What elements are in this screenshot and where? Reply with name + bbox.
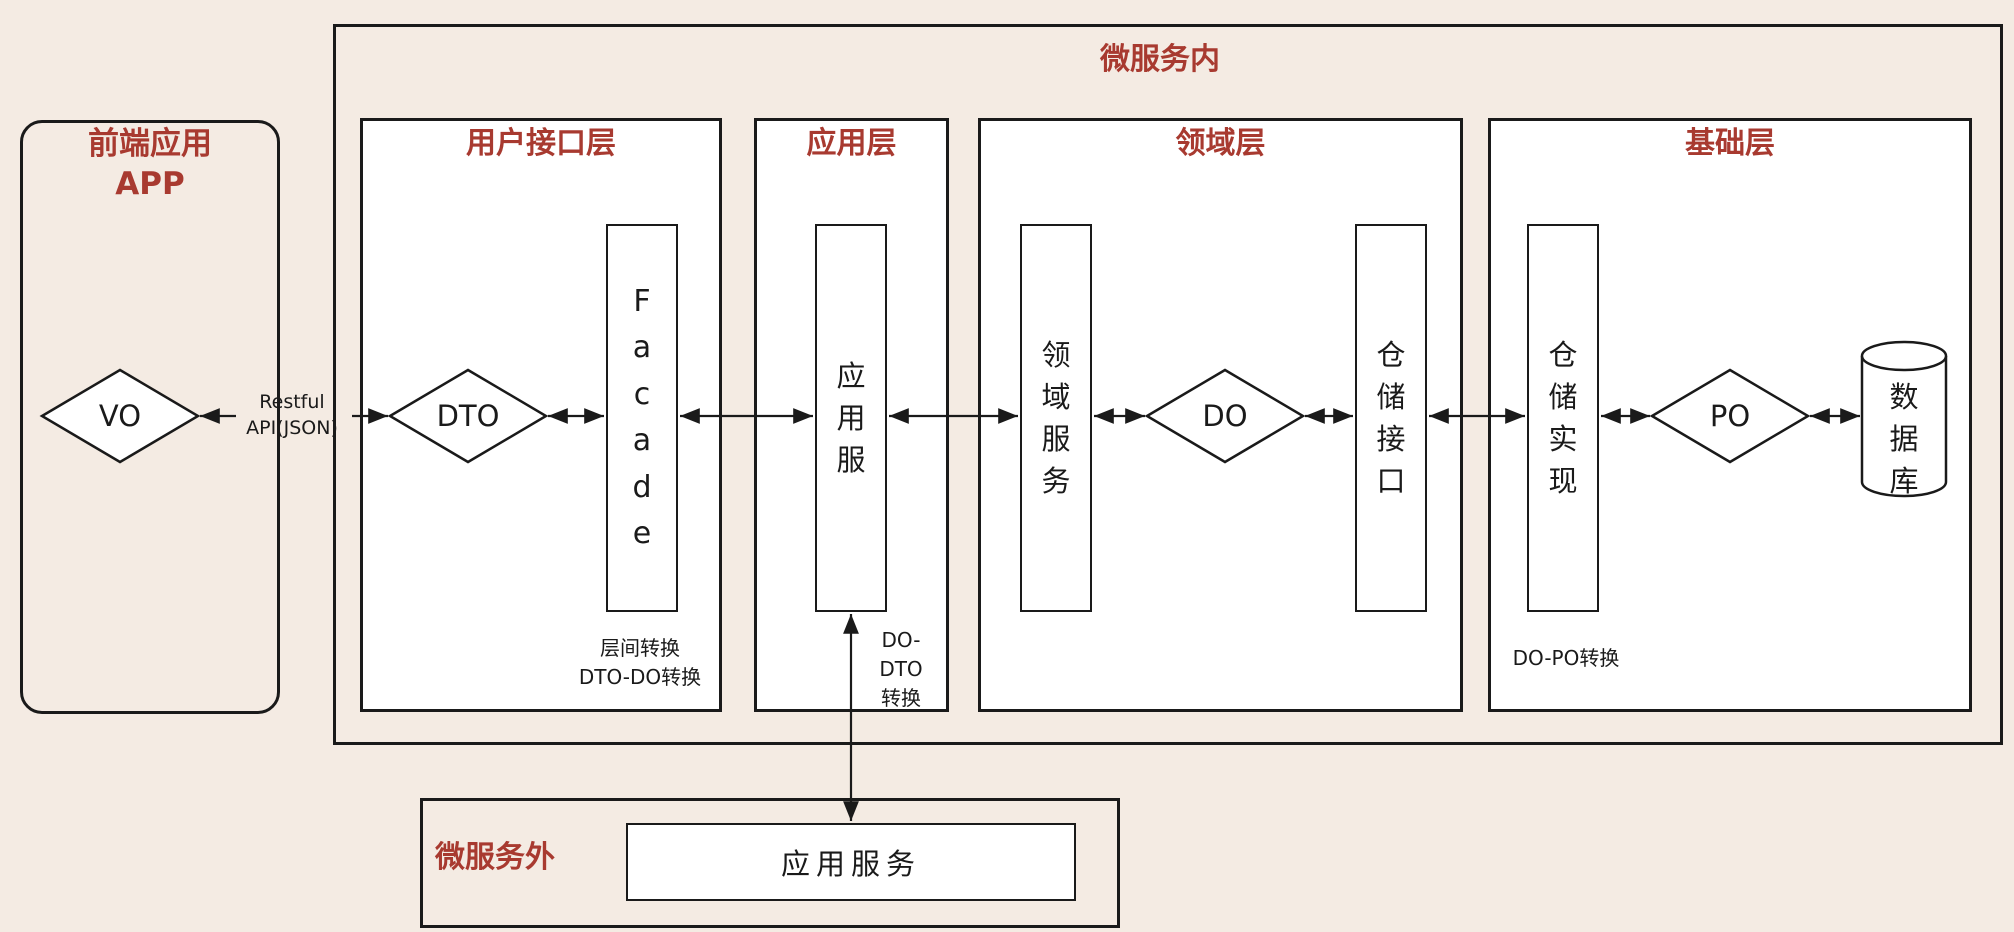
application-service-label: 应 用 服 xyxy=(836,358,866,478)
facade-box: F a c a d e xyxy=(606,224,678,612)
repository-interface-box: 仓 储 接 口 xyxy=(1355,224,1427,612)
repository-impl-box: 仓 储 实 现 xyxy=(1527,224,1599,612)
dto-diamond xyxy=(387,368,549,464)
database-label: 数 据 库 xyxy=(1889,380,1919,499)
database-cylinder xyxy=(1860,340,1948,498)
po-label: PO xyxy=(1709,399,1751,433)
infra-layer-note: DO-PO转换 xyxy=(1512,646,1620,670)
ui-layer-note: 层间转换 DTO-DO转换 xyxy=(578,636,702,689)
api-label: Restful API(JSON) xyxy=(246,391,338,439)
domain-layer-title: 领域层 xyxy=(1175,126,1266,161)
inner-title: 微服务内 xyxy=(1100,42,1220,77)
outer-application-service-box: 应用服务 xyxy=(626,823,1076,901)
frontend-panel xyxy=(20,120,280,714)
microservice-inner-panel xyxy=(333,24,2003,745)
domain-service-box: 领 域 服 务 xyxy=(1020,224,1092,612)
do-label: DO xyxy=(1202,399,1248,433)
do-diamond xyxy=(1144,368,1306,464)
facade-label: F a c a d e xyxy=(632,283,652,552)
outer-title: 微服务外 xyxy=(435,840,555,875)
application-service-box: 应 用 服 xyxy=(815,224,887,612)
repository-impl-label: 仓 储 实 现 xyxy=(1548,337,1578,499)
repository-interface-label: 仓 储 接 口 xyxy=(1376,337,1406,499)
vo-label: VO xyxy=(98,399,142,433)
vo-diamond xyxy=(39,368,201,464)
domain-service-label: 领 域 服 务 xyxy=(1041,337,1071,499)
infra-layer-title: 基础层 xyxy=(1685,126,1775,161)
po-diamond xyxy=(1649,368,1811,464)
frontend-title: 前端应用 APP xyxy=(88,126,212,203)
app-layer-note: DO- DTO 转换 xyxy=(879,628,923,710)
dto-label: DTO xyxy=(436,399,500,433)
ui-layer-title: 用户接口层 xyxy=(466,126,616,161)
microservice-outer-panel xyxy=(420,798,1120,928)
app-layer-title: 应用层 xyxy=(806,126,897,161)
